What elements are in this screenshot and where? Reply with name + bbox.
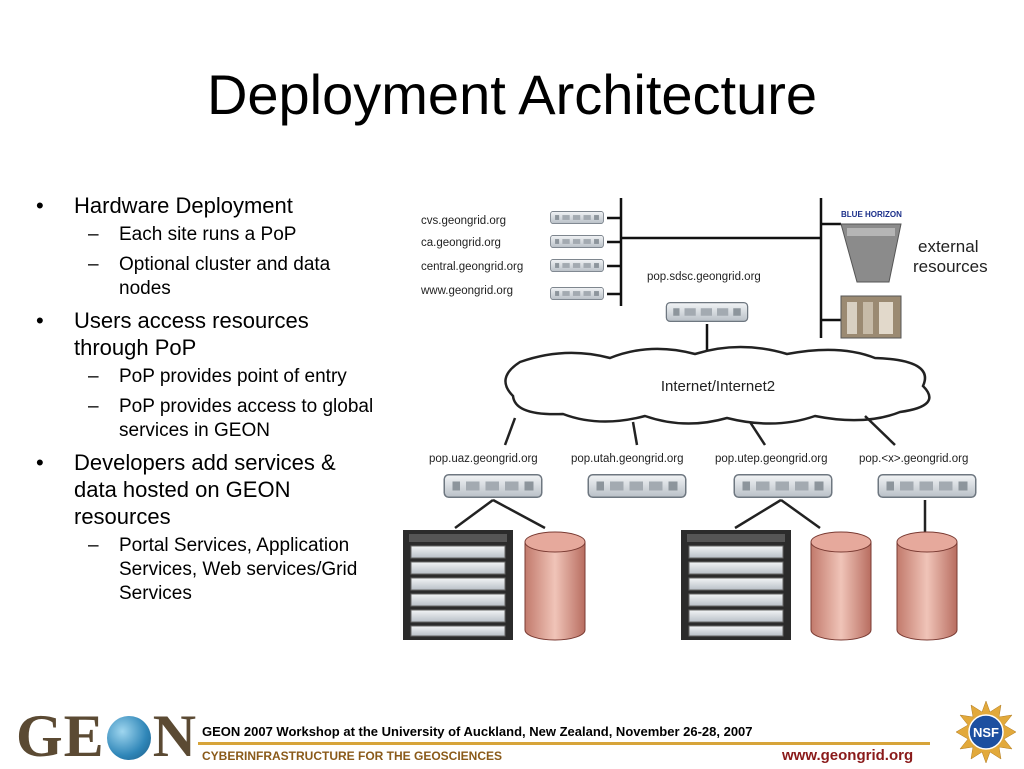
sub-bullet: Each site runs a PoP: [30, 223, 380, 247]
cluster-rack-icon: [403, 530, 513, 640]
server-icon: [550, 211, 604, 224]
blue-horizon-logo: BLUE HORIZON: [841, 210, 902, 219]
footer-event: GEON 2007 Workshop at the University of …: [202, 724, 753, 739]
central-pop-server-icon: [665, 302, 749, 322]
supercomputer-icon: [840, 223, 902, 283]
site-label: www.geongrid.org: [420, 285, 513, 297]
footer-tagline: CYBERINFRASTRUCTURE FOR THE GEOSCIENCES: [202, 749, 503, 763]
external-label-line1: external: [918, 237, 978, 256]
external-label-line2: resources: [913, 257, 988, 276]
site-label: ca.geongrid.org: [421, 237, 501, 249]
database-icon: [524, 531, 586, 641]
cluster-rack-icon: [681, 530, 791, 640]
sub-bullet: PoP provides access to global services i…: [30, 395, 380, 443]
globe-icon: [106, 716, 151, 761]
nsf-logo: NSF: [955, 700, 1017, 764]
slide-title: Deployment Architecture: [206, 63, 818, 126]
sub-bullet: Optional cluster and data nodes: [30, 253, 380, 301]
pop-label: pop.utep.geongrid.org: [715, 453, 828, 465]
database-icon: [896, 531, 958, 641]
footer-url: www.geongrid.org: [782, 747, 914, 764]
bullet-users: Users access resources through PoP: [30, 307, 380, 361]
sub-bullet: Portal Services, Application Services, W…: [30, 534, 380, 606]
bullet-developers: Developers add services & data hosted on…: [30, 449, 380, 530]
pop-label: pop.<x>.geongrid.org: [859, 453, 968, 465]
database-icon: [810, 531, 872, 641]
central-pop-label: pop.sdsc.geongrid.org: [647, 271, 761, 283]
pop-server-icon: [877, 474, 977, 498]
bullet-hardware: Hardware Deployment: [30, 192, 380, 219]
server-icon: [550, 287, 604, 300]
pop-label: pop.utah.geongrid.org: [571, 453, 684, 465]
site-label: cvs.geongrid.org: [421, 215, 506, 227]
server-icon: [550, 235, 604, 248]
nsf-text: NSF: [973, 725, 999, 740]
site-label: central.geongrid.org: [421, 261, 523, 273]
pop-server-icon: [587, 474, 687, 498]
cloud-label: Internet/Internet2: [661, 378, 775, 395]
external-label: external resources: [913, 237, 988, 276]
pop-label: pop.uaz.geongrid.org: [429, 453, 538, 465]
footer-divider: [198, 742, 930, 745]
sub-bullet: PoP provides point of entry: [30, 365, 380, 389]
site-servers: cvs.geongrid.org ca.geongrid.org central…: [420, 211, 604, 300]
server-icon: [550, 259, 604, 272]
bullet-list: Hardware Deployment Each site runs a PoP…: [30, 192, 380, 612]
external-resources: BLUE HORIZON external resources: [840, 210, 988, 339]
pop-server-icon: [443, 474, 543, 498]
pop-server-icon: [733, 474, 833, 498]
internet-cloud: [504, 345, 931, 425]
architecture-diagram: cvs.geongrid.org ca.geongrid.org central…: [403, 198, 988, 641]
